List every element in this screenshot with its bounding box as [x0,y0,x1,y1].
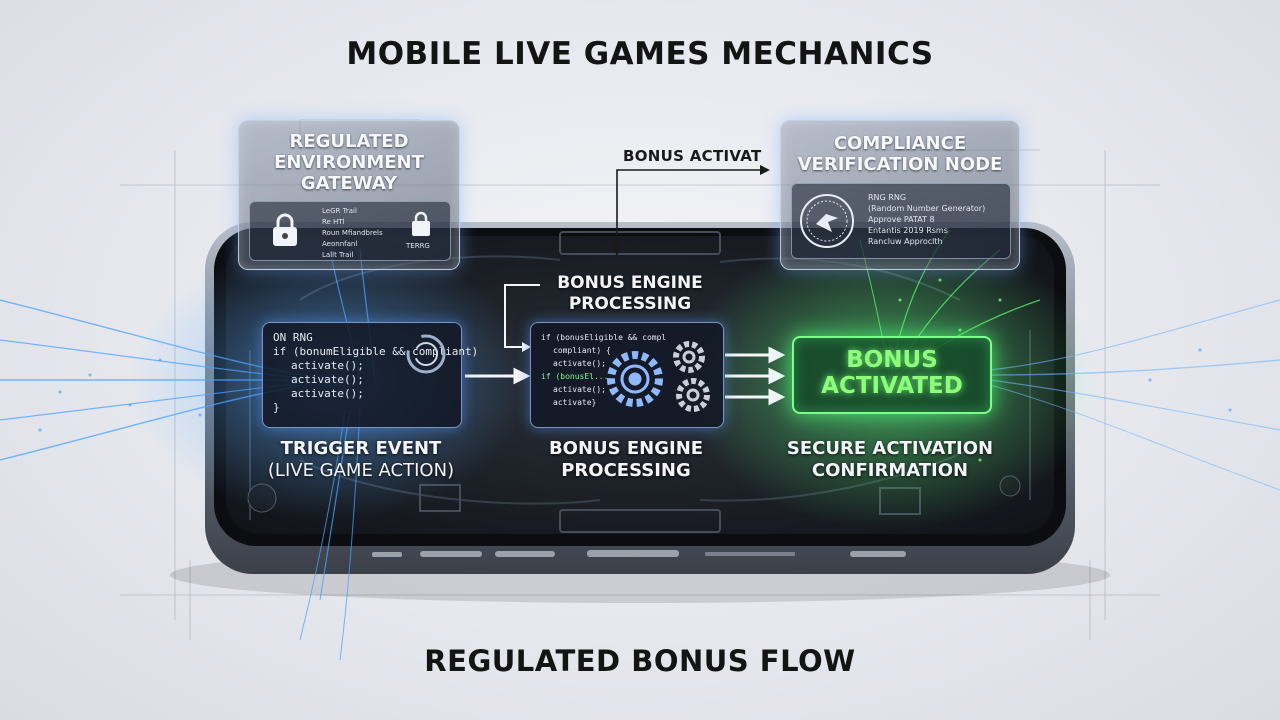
engine-bottom-label: BONUS ENGINE PROCESSING [536,438,716,482]
compliance-panel: COMPLIANCE VERIFICATION NODE RNG RNG (Ra… [780,120,1020,270]
compliance-line: (Random Number Generator) [868,204,986,213]
gateway-list-item: Aeonnfanl [322,240,358,248]
gateway-list-item: Lallt Trail [322,251,354,259]
code-line: activate} [553,398,597,407]
bonus-callout-line [616,169,760,250]
gateway-inner-card: LeGR Trail Re HTl Roun Mfiandbrels Aeonn… [249,201,451,261]
compliance-line: Rancluw Approclth [868,237,943,246]
trigger-label-line2: (LIVE GAME ACTION) [267,460,455,481]
code-line: activate(); [553,359,606,368]
seal-icon [800,194,854,248]
code-line: } [273,401,280,414]
trigger-code: ON RNG if (bonumEligible && compliant) a… [273,331,478,415]
gateway-list: LeGR Trail Re HTl Roun Mfiandbrels Aeonn… [322,206,402,261]
secure-label-line1: SECURE ACTIVATION [786,438,994,459]
code-line: activate(); [553,385,606,394]
gateway-list-item: Re HTl [322,218,345,226]
flow-arrows [465,346,786,406]
gateway-title-line3: GATEWAY [300,173,398,194]
trigger-label-line1: TRIGGER EVENT [280,438,442,459]
engine-label-line2: PROCESSING [561,460,691,481]
secure-activation-label: SECURE ACTIVATION CONFIRMATION [770,438,1010,482]
code-line: activate(); [291,359,364,372]
gateway-title-line1: REGULATED [289,131,409,152]
spinner-icon [406,334,446,374]
lock-icon [273,213,297,246]
gateway-list-item: Roun Mfiandbrels [322,229,383,237]
code-line: activate(); [291,387,364,400]
trigger-label: TRIGGER EVENT (LIVE GAME ACTION) [236,438,486,482]
bonus-activated-line2: ACTIVATED [821,373,963,399]
bonus-activated-line1: BONUS [846,347,938,373]
code-line: activate(); [291,373,364,386]
engine-top-label-line2: PROCESSING [568,294,692,314]
footer-title: REGULATED BONUS FLOW [424,644,856,678]
compliance-lines: RNG RNG (Random Number Generator) Approv… [868,192,985,247]
engine-label-line1: BONUS ENGINE [548,438,704,459]
trigger-code-card: ON RNG if (bonumEligible && compliant) a… [262,322,478,428]
gateway-panel: REGULATED ENVIRONMENT GATEWAY LeGR Trail… [238,120,460,270]
code-line: compliant) { [553,346,611,355]
compliance-line: Entantis 2019 Rsms [868,226,948,235]
lock-caption: TERRG [406,242,430,250]
secure-label-line2: CONFIRMATION [811,460,969,481]
code-line: ON RNG [273,331,313,344]
engine-top-label: BONUS ENGINE PROCESSING [540,273,720,315]
compliance-title-line1: COMPLIANCE [833,133,967,154]
code-line: if (bonumEligible && compliant) [273,345,479,358]
compliance-line: RNG RNG [868,193,907,202]
engine-code-card: if (bonusEligible && compl compliant) { … [530,322,724,428]
gateway-title-line2: ENVIRONMENT [274,152,424,173]
engine-top-label-line1: BONUS ENGINE [557,273,703,293]
code-line: if (bonusEligible && compl [541,333,667,342]
lock-icon-small [412,211,430,236]
gateway-list-item: LeGR Trail [322,207,357,215]
engine-code: if (bonusEligible && compl compliant) { … [541,331,666,409]
phone-side-details [372,550,906,557]
code-line: if (bonusEl... [541,372,609,381]
compliance-title-line2: VERIFICATION NODE [797,154,1003,175]
compliance-inner-card: RNG RNG (Random Number Generator) Approv… [791,183,1011,259]
bonus-activated-box: BONUS ACTIVATED [792,336,992,414]
engine-bracket [504,284,540,348]
compliance-line: Approve PATAT 8 [868,215,935,224]
gears-icon [607,341,710,412]
bonus-activat-label: BONUS ACTIVAT [623,147,762,165]
page-title: MOBILE LIVE GAMES MECHANICS [346,36,934,72]
